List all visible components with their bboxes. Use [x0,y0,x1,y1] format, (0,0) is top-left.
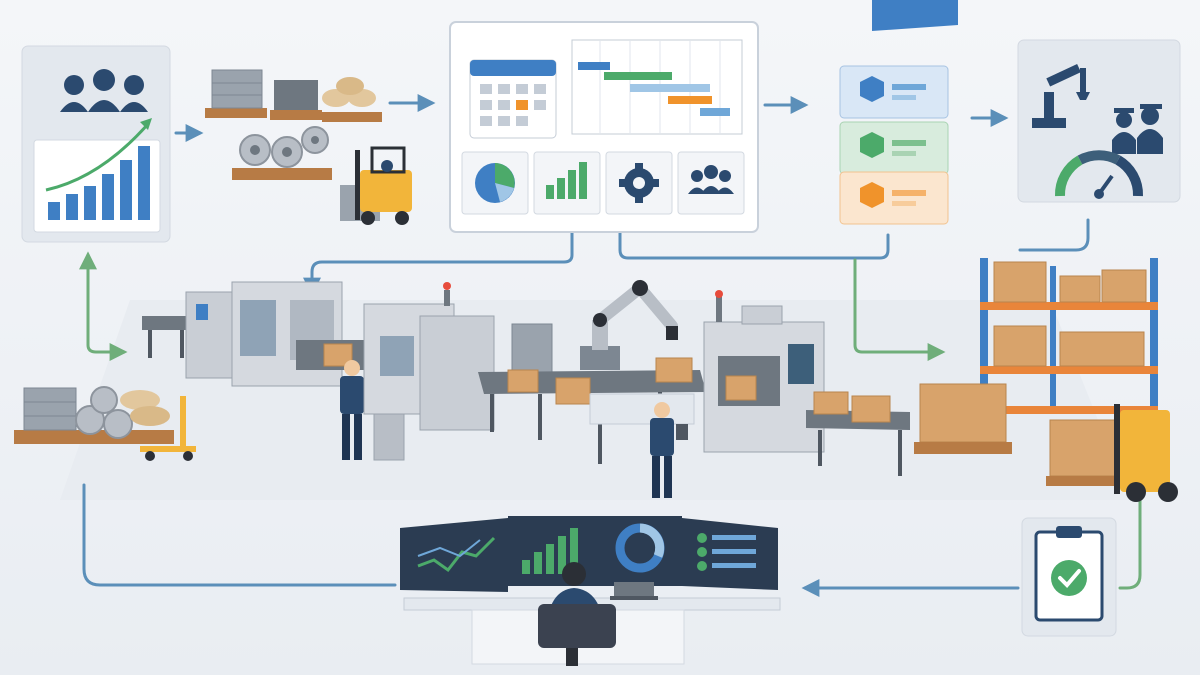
gear-icon [605,151,673,215]
box-icon [919,261,1147,443]
laptop-icon [610,582,658,600]
capacity-resources-panel [1017,39,1181,203]
gantt-chart-icon [571,39,743,135]
monitoring-control-room [400,516,781,666]
checklist-icon [697,533,756,571]
machine-icon [185,281,343,387]
workers-icon [1112,104,1163,154]
robot-arm-icon [1032,64,1090,128]
box-icon [555,377,591,405]
raw-material-inventory [205,69,412,225]
work-order-card-green [839,121,949,175]
line-control-to-forecast [82,483,397,587]
arrow-to-line [86,328,128,361]
line-capacity-feedback [1018,218,1090,252]
bar-chart-icon [533,151,601,215]
controller-figure [538,562,616,666]
inspection-table [589,393,695,425]
quality-check-panel [1021,517,1117,637]
line-chart-icon [417,536,496,573]
donut-chart-icon [615,523,665,573]
shelf-icon [980,258,1158,414]
demand-forecast-panel [21,45,171,243]
raw-material-pallets [14,386,196,461]
forklift-icon [1046,404,1178,502]
box-icon [851,395,891,423]
box-icon [507,369,539,393]
box-icon [813,391,849,415]
pie-chart-icon [461,151,529,215]
flow-connectors [79,94,1142,597]
work-order-cards [839,0,958,225]
work-order-card-blue [839,65,949,119]
conveyor-icon [142,316,190,358]
production-line [142,279,910,498]
line-planning-to-orders [618,223,890,260]
line-warehouse-to-qc [1118,468,1142,590]
box-icon [323,343,353,367]
arrow-to-warehouse [853,258,946,361]
finished-goods-warehouse [914,258,1178,502]
operator-figure [340,360,364,460]
box-icon [655,357,693,383]
arrow-planning-to-line [303,228,574,296]
inspector-figure [650,402,688,498]
team-icon [677,151,745,215]
bar-chart-icon [522,528,578,574]
cube-icon [860,132,884,158]
pallet-jack-icon [140,396,196,461]
pallet-icon [914,442,1012,454]
work-order-card-orange [839,171,949,225]
cube-icon [860,182,884,208]
check-icon [1051,560,1087,596]
machine-icon [703,290,825,453]
growth-chart-icon [45,118,152,220]
forklift-icon [340,146,412,225]
production-planning-dashboard [449,21,759,233]
pallet-icon [205,69,382,180]
machine-icon [363,282,495,431]
people-icon [60,69,148,112]
calendar-icon [469,59,557,139]
cube-icon [860,76,884,102]
robot-arm-icon [580,279,678,370]
gauge-icon [1055,150,1143,199]
